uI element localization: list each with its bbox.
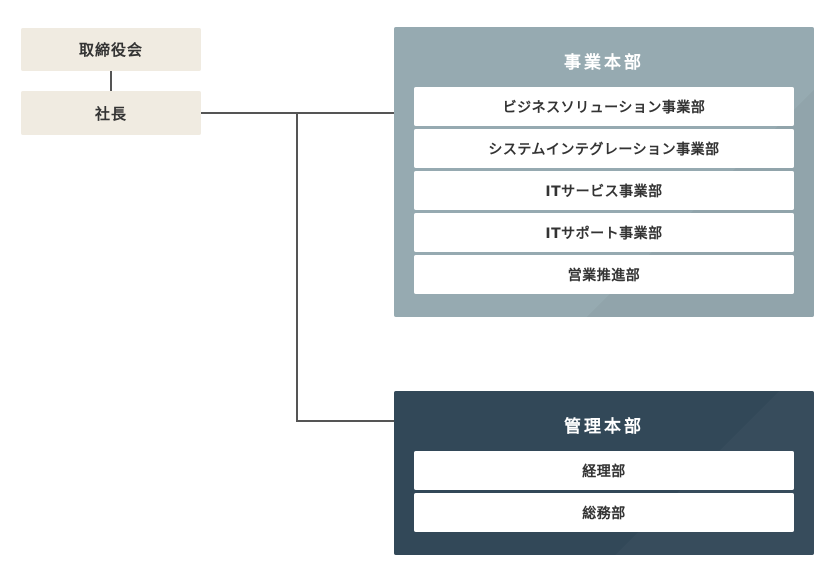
board-of-directors-node: 取締役会 bbox=[21, 28, 201, 71]
connector-trunk-vertical bbox=[296, 112, 298, 422]
dept-it-service: ITサービス事業部 bbox=[414, 171, 794, 210]
president-node: 社長 bbox=[21, 91, 201, 135]
connector-trunk-admin bbox=[296, 420, 394, 422]
dept-sales-promotion: 営業推進部 bbox=[414, 255, 794, 294]
dept-accounting: 経理部 bbox=[414, 451, 794, 490]
dept-system-integration: システムインテグレーション事業部 bbox=[414, 129, 794, 168]
dept-it-support: ITサポート事業部 bbox=[414, 213, 794, 252]
connector-board-president bbox=[110, 71, 112, 91]
business-division-panel: 事業本部 ビジネスソリューション事業部 システムインテグレーション事業部 ITサ… bbox=[394, 27, 814, 317]
admin-division-panel: 管理本部 経理部 総務部 bbox=[394, 391, 814, 555]
business-division-title: 事業本部 bbox=[564, 53, 644, 73]
dept-general-affairs: 総務部 bbox=[414, 493, 794, 532]
admin-division-title: 管理本部 bbox=[564, 417, 644, 437]
dept-business-solution: ビジネスソリューション事業部 bbox=[414, 87, 794, 126]
